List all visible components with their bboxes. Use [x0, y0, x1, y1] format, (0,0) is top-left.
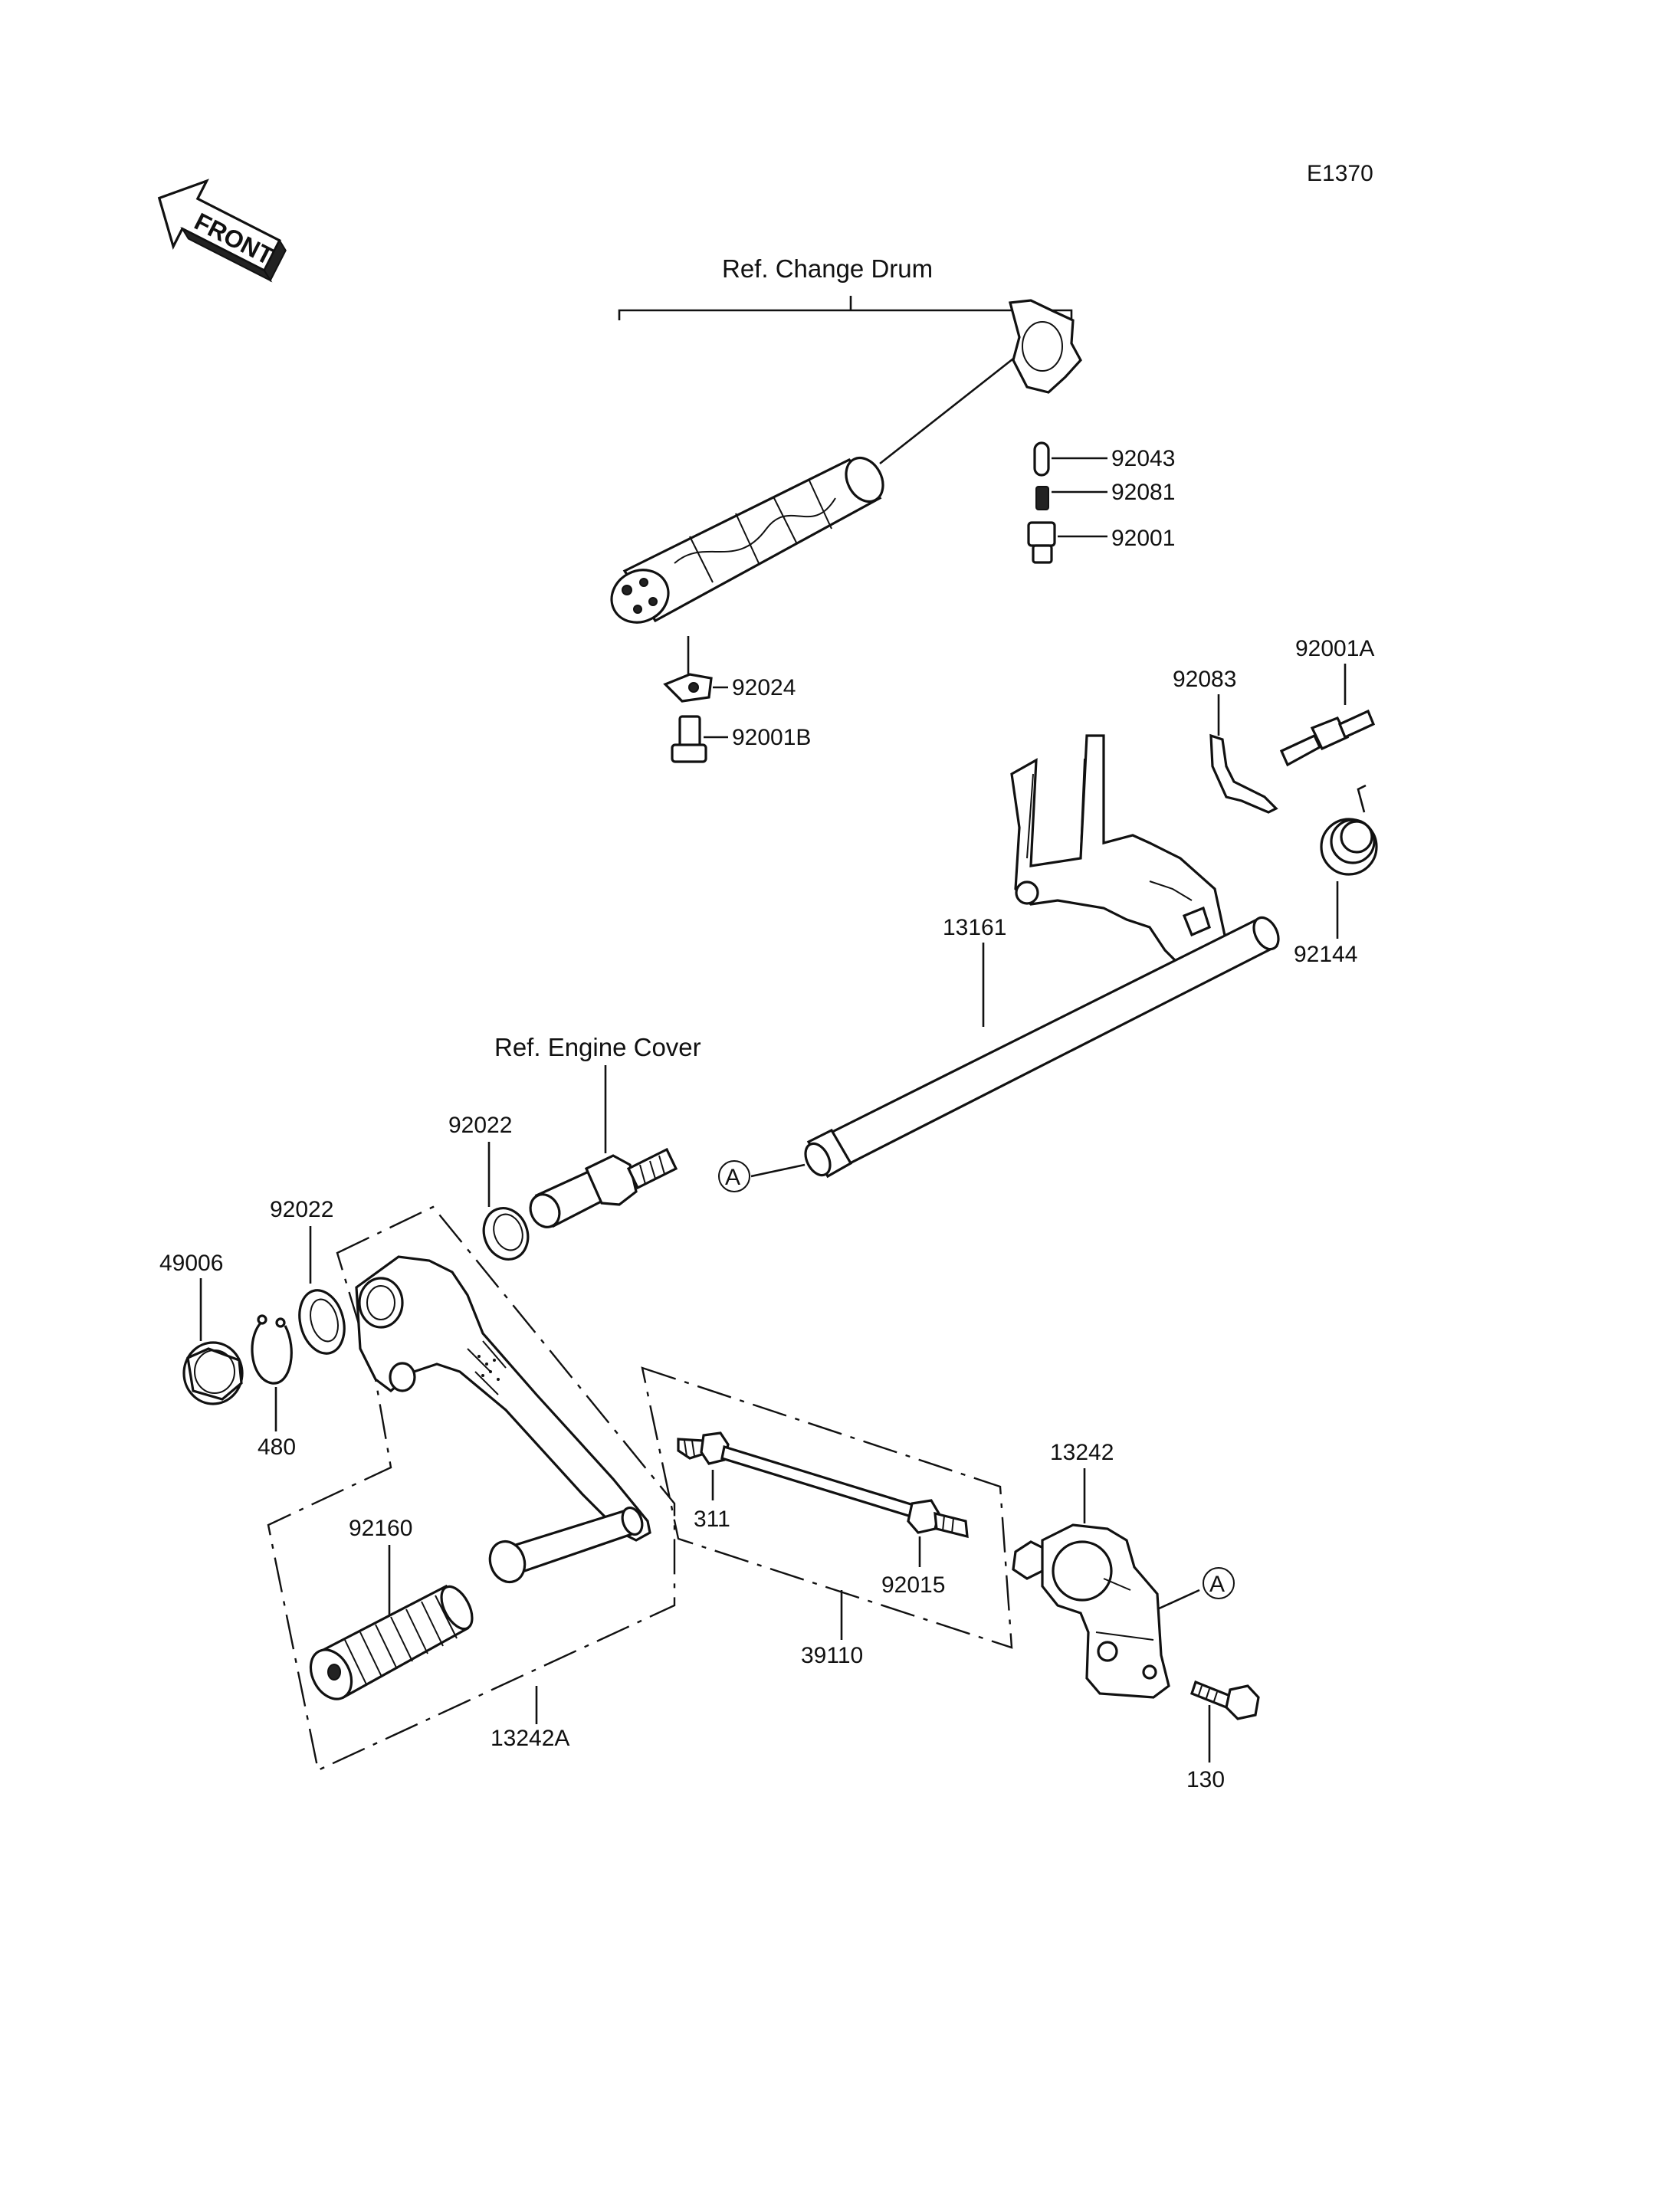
bolt-92001A	[1279, 709, 1376, 767]
engine-cover-stud	[529, 1147, 678, 1228]
pedal-assembly-boundary	[267, 1205, 676, 1772]
label-92083: 92083	[1173, 667, 1236, 692]
marker-a-1: A	[725, 1165, 740, 1190]
label-92022-b: 92022	[270, 1197, 333, 1222]
circlip-480	[251, 1314, 293, 1431]
label-92001A: 92001A	[1295, 636, 1374, 661]
label-92001B: 92001B	[732, 725, 811, 750]
label-92160: 92160	[349, 1516, 412, 1541]
label-13242A: 13242A	[491, 1726, 569, 1751]
shift-pedal	[355, 1255, 651, 1584]
label-92043: 92043	[1111, 446, 1175, 471]
ref-engine-cover-label: Ref. Engine Cover	[494, 1033, 701, 1061]
label-49006: 49006	[159, 1251, 223, 1276]
spring-clip-92083	[1209, 733, 1278, 814]
marker-a-circle-1	[718, 1160, 750, 1192]
torsion-spring-92144	[1320, 784, 1378, 939]
label-92081: 92081	[1111, 480, 1175, 505]
cap-49006	[182, 1341, 244, 1405]
label-13242: 13242	[1050, 1440, 1114, 1465]
marker-a-2: A	[1209, 1572, 1225, 1597]
label-92015: 92015	[881, 1572, 945, 1598]
shift-shaft-13161	[804, 734, 1280, 1179]
label-13161: 13161	[943, 915, 1006, 940]
washer-92022-a	[482, 1207, 530, 1261]
pedal-rubber-92160	[309, 1584, 474, 1700]
tie-rod	[677, 1431, 969, 1539]
detent-parts	[1027, 441, 1107, 564]
label-311: 311	[694, 1507, 730, 1532]
change-drum	[610, 299, 1082, 678]
front-arrow-icon: FRONT	[157, 179, 287, 283]
washer-92022-b	[298, 1289, 346, 1355]
label-92022-a: 92022	[448, 1113, 512, 1138]
label-130: 130	[1186, 1767, 1225, 1792]
drum-plate-and-bolt	[663, 673, 728, 763]
tie-rod-boundary	[641, 1366, 1013, 1649]
ref-change-drum-label: Ref. Change Drum	[722, 254, 933, 283]
label-92024: 92024	[732, 675, 796, 700]
label-39110: 39110	[801, 1643, 863, 1668]
diagram-code: E1370	[1307, 161, 1373, 186]
shift-lever-13242	[1012, 1523, 1170, 1699]
label-480: 480	[258, 1435, 296, 1460]
bolt-130	[1190, 1680, 1260, 1720]
marker-a-circle-2	[1203, 1567, 1235, 1599]
label-92144: 92144	[1294, 942, 1357, 967]
change-drum-bracket	[618, 296, 1073, 320]
label-92001: 92001	[1111, 526, 1175, 551]
